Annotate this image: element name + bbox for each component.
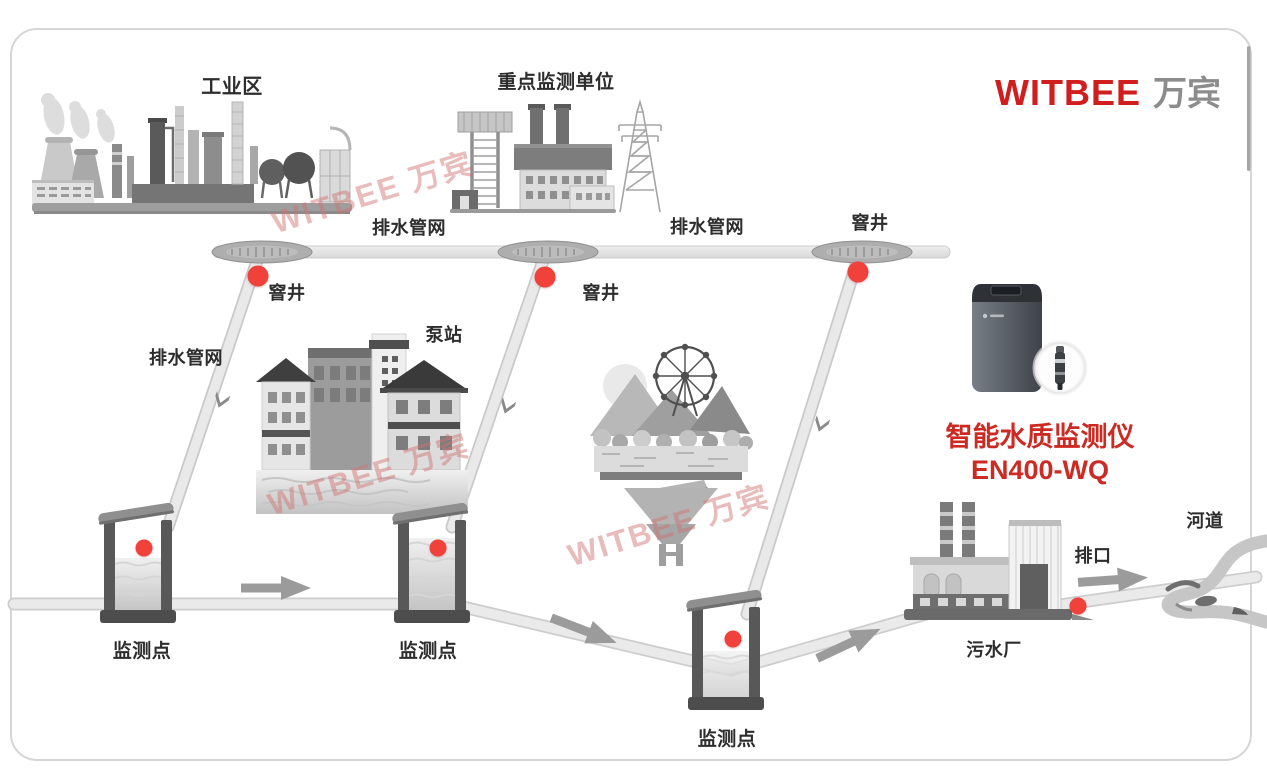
sensor-probe-inset xyxy=(1032,340,1088,396)
monitoring-well-1 xyxy=(98,502,176,623)
label-monitoring-point-2: 监测点 xyxy=(398,641,458,662)
label-river: 河道 xyxy=(1186,511,1224,531)
label-industrial-area: 工业区 xyxy=(201,76,263,98)
dot-monitoring-point-2 xyxy=(429,539,447,557)
label-pump-station: 泵站 xyxy=(425,325,463,345)
transmission-tower-icon xyxy=(618,99,662,213)
label-manhole-right: 窨井 xyxy=(851,213,889,233)
brand-logo-cn: 万宾 xyxy=(1153,75,1221,113)
manhole-cover-left xyxy=(211,240,313,264)
label-manhole-left: 窨井 xyxy=(268,283,306,303)
monitoring-well-3 xyxy=(686,589,764,710)
monitoring-well-2 xyxy=(392,502,470,623)
label-drainage-network-2: 排水管网 xyxy=(670,217,744,237)
label-monitoring-point-1: 监测点 xyxy=(112,641,172,662)
label-key-monitoring-unit: 重点监测单位 xyxy=(497,72,615,93)
sewage-plant-illustration xyxy=(904,502,1094,620)
pump-station-illustration xyxy=(256,333,468,514)
manhole-cover-right xyxy=(811,240,913,264)
dot-outlet xyxy=(1069,597,1087,615)
outlet-pipe xyxy=(1025,570,1263,616)
device-caption: 智能水质监测仪 EN400-WQ xyxy=(946,421,1135,487)
brand-logo: WITBEE 万宾 xyxy=(995,66,1221,115)
device-name: 智能水质监测仪 xyxy=(945,422,1135,452)
label-outlet: 排口 xyxy=(1074,546,1112,566)
label-manhole-middle: 窨井 xyxy=(582,283,620,303)
label-drainage-network-1: 排水管网 xyxy=(372,218,446,238)
dot-monitoring-point-3 xyxy=(724,630,742,648)
water-quality-monitor-device xyxy=(972,284,1088,396)
key-monitoring-unit-illustration xyxy=(450,104,616,213)
flow-arrow-1 xyxy=(241,576,311,600)
dot-manhole-right xyxy=(847,261,869,283)
park-illustration xyxy=(590,343,753,566)
page-border xyxy=(10,28,1252,761)
label-drainage-network-3: 排水管网 xyxy=(149,348,223,368)
river-illustration xyxy=(1161,534,1267,629)
ferris-wheel-icon xyxy=(652,343,718,417)
brand-logo-en: WITBEE xyxy=(995,72,1141,113)
scrollbar-thumb[interactable] xyxy=(1247,46,1251,171)
label-monitoring-point-3: 监测点 xyxy=(697,729,757,750)
industrial-area-illustration xyxy=(32,93,352,214)
dot-manhole-left xyxy=(247,265,269,287)
manhole-cover-middle xyxy=(497,240,599,264)
label-sewage-plant: 污水厂 xyxy=(966,640,1022,660)
dot-manhole-middle xyxy=(534,266,556,288)
smoke-plumes-icon xyxy=(41,93,115,143)
device-model: EN400-WQ xyxy=(970,454,1110,485)
dot-monitoring-point-1 xyxy=(135,539,153,557)
